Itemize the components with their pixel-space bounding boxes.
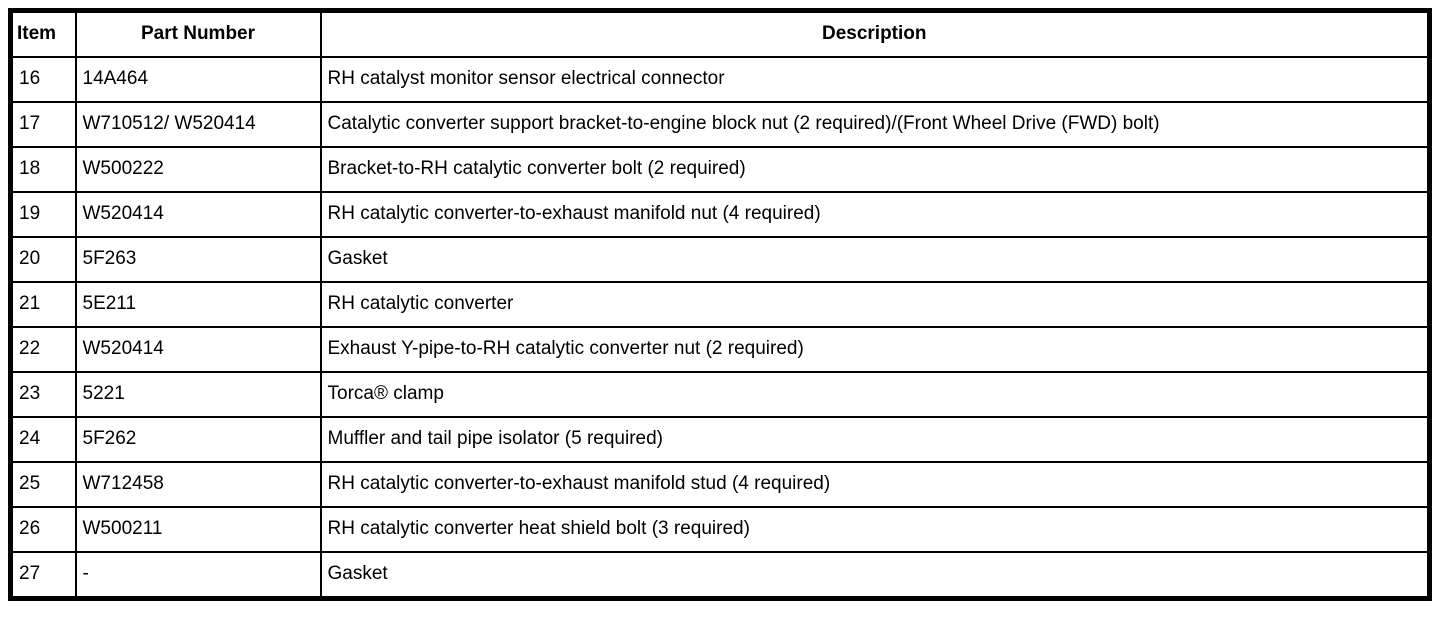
header-row: Item Part Number Description (9, 9, 1431, 58)
item-cell: 20 (9, 236, 77, 283)
description-cell: RH catalytic converter-to-exhaust manifo… (319, 461, 1431, 508)
part-number-cell: 5221 (74, 371, 322, 418)
parts-table-body: 16 14A464 RH catalyst monitor sensor ele… (9, 56, 1431, 600)
parts-table: Item Part Number Description 16 14A464 R… (8, 8, 1432, 601)
item-cell: 23 (9, 371, 77, 418)
description-cell: RH catalytic converter heat shield bolt … (319, 506, 1431, 553)
item-cell: 26 (9, 506, 77, 553)
column-header-description: Description (319, 9, 1431, 58)
column-header-item: Item (9, 9, 77, 58)
item-cell: 25 (9, 461, 77, 508)
table-row: 18 W500222 Bracket-to-RH catalytic conve… (9, 146, 1431, 193)
table-header: Item Part Number Description (9, 9, 1431, 58)
part-number-cell: 14A464 (74, 56, 322, 103)
part-number-cell: W520414 (74, 191, 322, 238)
part-number-cell: W712458 (74, 461, 322, 508)
table-row: 24 5F262 Muffler and tail pipe isolator … (9, 416, 1431, 463)
item-cell: 22 (9, 326, 77, 373)
item-cell: 17 (9, 101, 77, 148)
part-number-cell: 5F263 (74, 236, 322, 283)
table-row: 20 5F263 Gasket (9, 236, 1431, 283)
description-cell: Torca® clamp (319, 371, 1431, 418)
item-cell: 21 (9, 281, 77, 328)
part-number-cell: 5E211 (74, 281, 322, 328)
description-cell: Gasket (319, 551, 1431, 600)
description-cell: RH catalytic converter (319, 281, 1431, 328)
item-cell: 18 (9, 146, 77, 193)
description-cell: Bracket-to-RH catalytic converter bolt (… (319, 146, 1431, 193)
item-cell: 24 (9, 416, 77, 463)
description-cell: Muffler and tail pipe isolator (5 requir… (319, 416, 1431, 463)
table-row: 26 W500211 RH catalytic converter heat s… (9, 506, 1431, 553)
item-cell: 27 (9, 551, 77, 600)
part-number-cell: 5F262 (74, 416, 322, 463)
table-row: 21 5E211 RH catalytic converter (9, 281, 1431, 328)
column-header-part-number: Part Number (74, 9, 322, 58)
item-cell: 19 (9, 191, 77, 238)
description-cell: RH catalyst monitor sensor electrical co… (319, 56, 1431, 103)
table-row: 22 W520414 Exhaust Y-pipe-to-RH catalyti… (9, 326, 1431, 373)
table-row: 27 - Gasket (9, 551, 1431, 600)
part-number-cell: W500222 (74, 146, 322, 193)
item-cell: 16 (9, 56, 77, 103)
part-number-cell: W520414 (74, 326, 322, 373)
description-cell: Catalytic converter support bracket-to-e… (319, 101, 1431, 148)
table-row: 23 5221 Torca® clamp (9, 371, 1431, 418)
table-row: 16 14A464 RH catalyst monitor sensor ele… (9, 56, 1431, 103)
table-row: 19 W520414 RH catalytic converter-to-exh… (9, 191, 1431, 238)
description-cell: Gasket (319, 236, 1431, 283)
part-number-cell: W500211 (74, 506, 322, 553)
part-number-cell: - (74, 551, 322, 600)
part-number-cell: W710512/ W520414 (74, 101, 322, 148)
table-row: 25 W712458 RH catalytic converter-to-exh… (9, 461, 1431, 508)
table-row: 17 W710512/ W520414 Catalytic converter … (9, 101, 1431, 148)
description-cell: RH catalytic converter-to-exhaust manifo… (319, 191, 1431, 238)
description-cell: Exhaust Y-pipe-to-RH catalytic converter… (319, 326, 1431, 373)
